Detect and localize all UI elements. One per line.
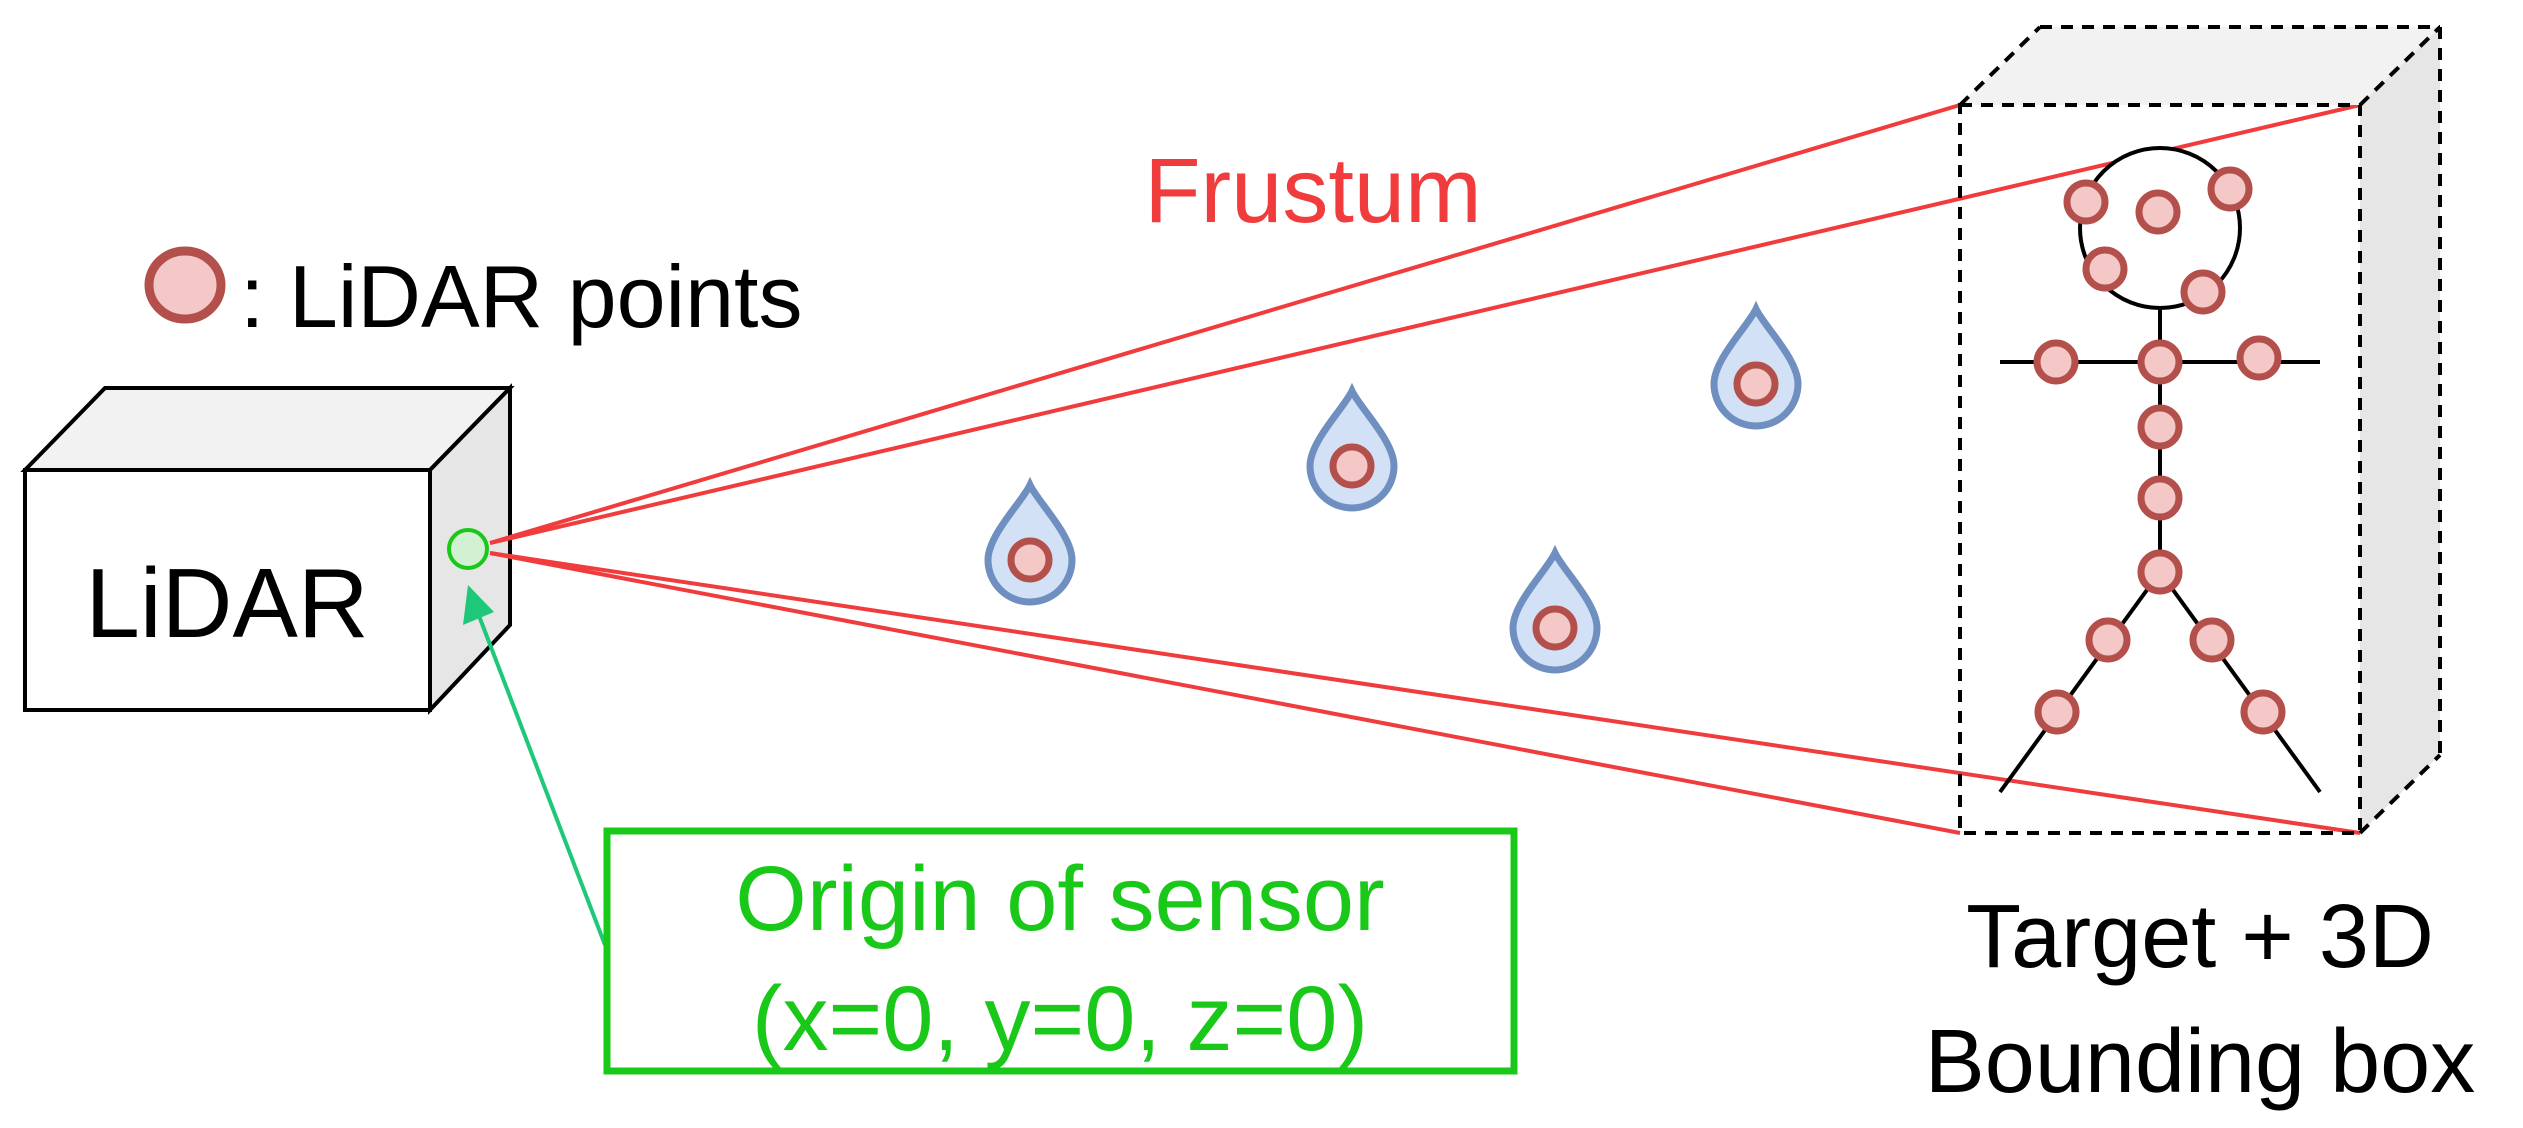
frustum-lines [489, 103, 2361, 835]
lidar-point [2236, 335, 2282, 381]
bbox-side-face [2360, 27, 2440, 833]
lidar-point [2207, 166, 2253, 212]
frustum-line [489, 551, 2361, 835]
bbox-edge [1958, 25, 2042, 107]
lidar-label: LiDAR [85, 548, 368, 658]
frustum-label: Frustum [1144, 140, 1481, 242]
lidar-box-top [20, 386, 515, 472]
frustum-line [489, 551, 1961, 835]
lidar-point [2137, 475, 2183, 521]
bbox-top-face [1960, 27, 2440, 105]
origin-arrow-shaft [474, 607, 607, 946]
lidar-point [2137, 549, 2183, 595]
raindrop [1306, 382, 1398, 512]
lidar-point [2085, 617, 2131, 663]
target-label-line1: Target + 3D [1966, 887, 2434, 987]
target-leg-left [1998, 570, 2162, 794]
bbox-edge [2358, 753, 2442, 835]
bbox-edge [2358, 25, 2442, 107]
origin-box [603, 827, 1518, 1075]
target-leg-right [2158, 570, 2322, 794]
lidar-point [2180, 269, 2226, 315]
frustum-line [489, 103, 2361, 545]
raindrops [984, 300, 1802, 674]
lidar-point [2082, 246, 2128, 292]
lidar-point [1329, 443, 1375, 489]
bounding-box-3d [1958, 25, 2442, 835]
lidar-point [2063, 179, 2109, 225]
legend-point-marker [144, 246, 226, 324]
sensor-origin-marker [447, 528, 489, 570]
origin-label-line2: (x=0, y=0, z=0) [752, 968, 1368, 1070]
origin-annotation: Origin of sensor (x=0, y=0, z=0) [463, 585, 1518, 1075]
lidar-point [1007, 537, 1053, 583]
lidar-point [2240, 689, 2286, 735]
frustum-line [489, 103, 1961, 545]
bbox-front-face [1958, 103, 2362, 835]
lidar-point [1532, 605, 1578, 651]
raindrop [1710, 300, 1802, 430]
lidar-point [2135, 189, 2181, 235]
lidar-box-front [23, 468, 432, 712]
lidar-point [2137, 339, 2183, 385]
raindrop [984, 476, 1076, 606]
lidar-point [2137, 404, 2183, 450]
legend: : LiDAR points [144, 246, 802, 346]
origin-arrow-head-icon [463, 585, 494, 625]
legend-label: : LiDAR points [240, 247, 802, 346]
target-lidar-points [2033, 166, 2286, 735]
lidar-point [2033, 339, 2079, 385]
target-label-line2: Bounding box [1925, 1012, 2475, 1112]
origin-label-line1: Origin of sensor [735, 848, 1384, 950]
raindrop [1509, 544, 1601, 674]
lidar-sensor: LiDAR [20, 383, 515, 716]
lidar-point [2189, 617, 2235, 663]
lidar-point [1733, 361, 1779, 407]
lidar-point [2034, 689, 2080, 735]
